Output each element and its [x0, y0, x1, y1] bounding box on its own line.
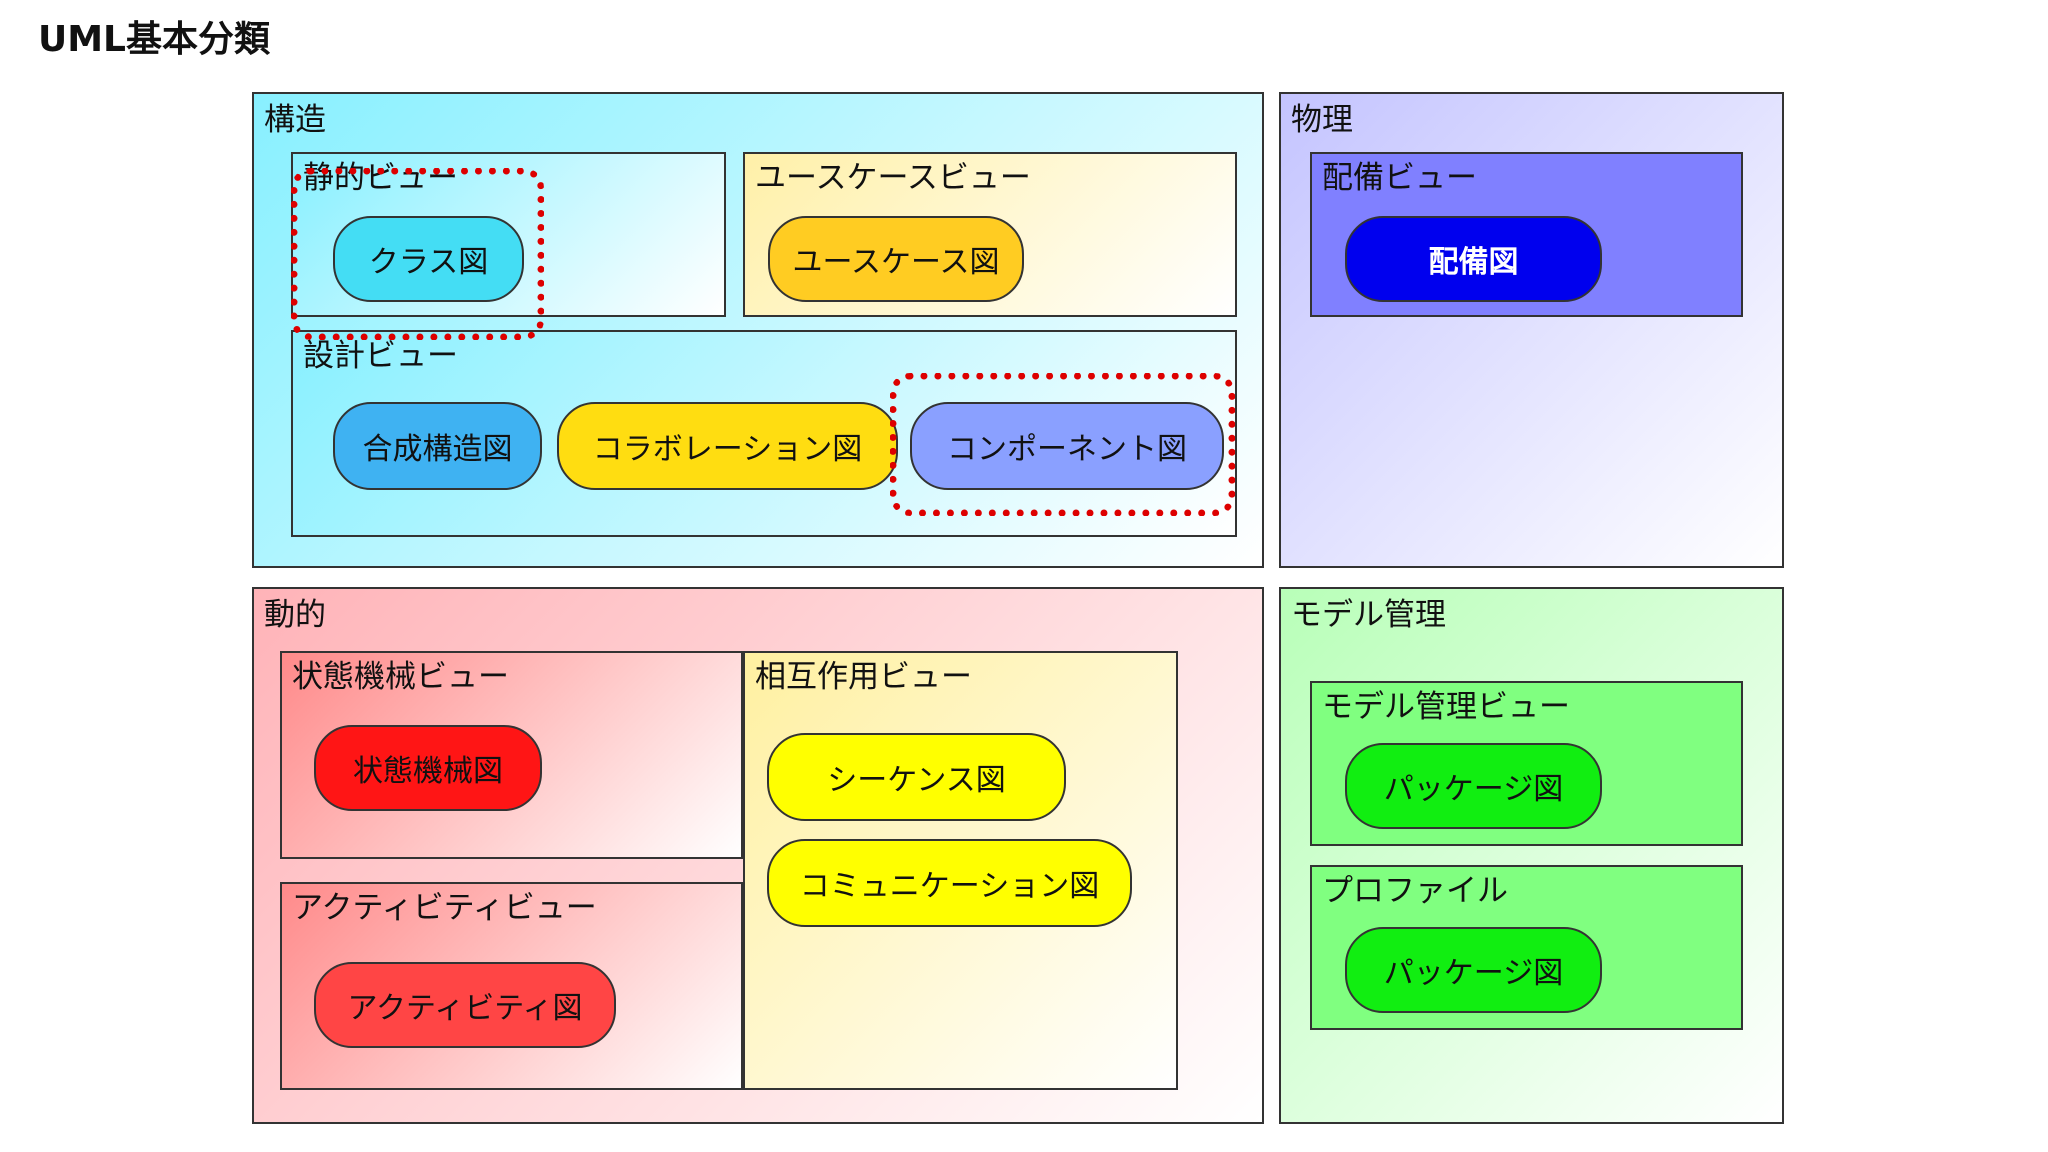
class-diagram-node[interactable]: クラス図: [333, 216, 524, 302]
model-management-view-label: モデル管理ビュー: [1322, 689, 1570, 725]
page-title: UML基本分類: [38, 19, 270, 60]
deployment-diagram-node[interactable]: 配備図: [1345, 216, 1602, 302]
model-management-panel: モデル管理 モデル管理ビュー パッケージ図 プロファイル パッケージ図: [1279, 587, 1784, 1124]
structure-panel: 構造 静的ビュー クラス図 ユースケースビュー ユースケース図 設計ビュー 合成…: [252, 92, 1264, 568]
structure-panel-label: 構造: [264, 102, 326, 138]
composite-structure-diagram-node[interactable]: 合成構造図: [333, 402, 542, 490]
interaction-view-label: 相互作用ビュー: [755, 659, 972, 695]
state-machine-view: 状態機械ビュー 状態機械図: [280, 651, 743, 859]
state-machine-diagram-node[interactable]: 状態機械図: [314, 725, 542, 811]
usecase-diagram-node[interactable]: ユースケース図: [768, 216, 1024, 302]
state-machine-view-label: 状態機械ビュー: [292, 659, 509, 695]
static-view-label: 静的ビュー: [303, 160, 458, 196]
usecase-view: ユースケースビュー ユースケース図: [743, 152, 1237, 317]
dynamic-panel-label: 動的: [264, 597, 326, 633]
model-management-panel-label: モデル管理: [1291, 597, 1446, 633]
package-diagram-node[interactable]: パッケージ図: [1345, 743, 1602, 829]
profile-view-label: プロファイル: [1322, 873, 1508, 909]
deployment-view: 配備ビュー 配備図: [1310, 152, 1743, 317]
communication-diagram-node[interactable]: コミュニケーション図: [767, 839, 1132, 927]
activity-view: アクティビティビュー アクティビティ図: [280, 882, 743, 1090]
model-management-view: モデル管理ビュー パッケージ図: [1310, 681, 1743, 846]
component-diagram-node[interactable]: コンポーネント図: [910, 402, 1224, 490]
design-view: 設計ビュー 合成構造図 コラボレーション図 コンポーネント図: [291, 330, 1237, 537]
activity-diagram-node[interactable]: アクティビティ図: [314, 962, 616, 1048]
static-view: 静的ビュー クラス図: [291, 152, 726, 317]
dynamic-panel: 動的 状態機械ビュー 状態機械図 アクティビティビュー アクティビティ図 相互作…: [252, 587, 1264, 1124]
profile-view: プロファイル パッケージ図: [1310, 865, 1743, 1030]
physical-panel: 物理 配備ビュー 配備図: [1279, 92, 1784, 568]
profile-package-diagram-node[interactable]: パッケージ図: [1345, 927, 1602, 1013]
sequence-diagram-node[interactable]: シーケンス図: [767, 733, 1066, 821]
physical-panel-label: 物理: [1291, 102, 1353, 138]
design-view-label: 設計ビュー: [303, 338, 458, 374]
collaboration-diagram-node[interactable]: コラボレーション図: [557, 402, 898, 490]
interaction-view: 相互作用ビュー シーケンス図 コミュニケーション図: [743, 651, 1178, 1090]
activity-view-label: アクティビティビュー: [292, 890, 597, 926]
usecase-view-label: ユースケースビュー: [755, 160, 1031, 196]
deployment-view-label: 配備ビュー: [1322, 160, 1477, 196]
